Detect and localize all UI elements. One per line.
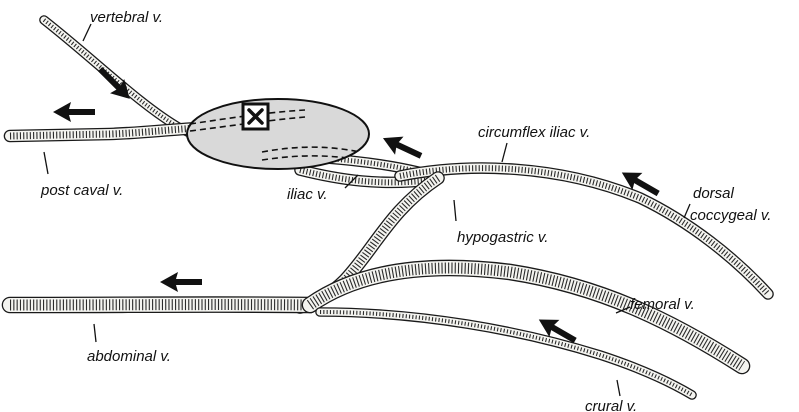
label-abdominal-vein: abdominal v. [87, 348, 171, 365]
label-crural-vein: crural v. [585, 398, 637, 412]
close-box-icon[interactable] [243, 104, 268, 129]
leader-lines [44, 24, 690, 396]
label-femoral-vein: femoral v. [630, 296, 695, 313]
label-vertebral-vein: vertebral v. [90, 9, 163, 26]
post-caval-vein [10, 128, 198, 136]
label-dorsal: dorsal [693, 185, 735, 202]
label-coccygeal-vein: coccygeal v. [690, 207, 771, 224]
label-circumflex-iliac-vein: circumflex iliac v. [478, 124, 590, 141]
label-hypogastric-vein: hypogastric v. [457, 229, 548, 246]
flow-arrow-icon [160, 272, 202, 292]
crural-vein [320, 312, 692, 395]
label-post-caval-vein: post caval v. [40, 182, 123, 199]
label-iliac-vein: iliac v. [287, 186, 328, 203]
gland-shape [187, 99, 369, 169]
flow-arrow-icon [53, 102, 95, 122]
flow-arrow-icon [379, 129, 426, 165]
veins-group [10, 20, 768, 395]
